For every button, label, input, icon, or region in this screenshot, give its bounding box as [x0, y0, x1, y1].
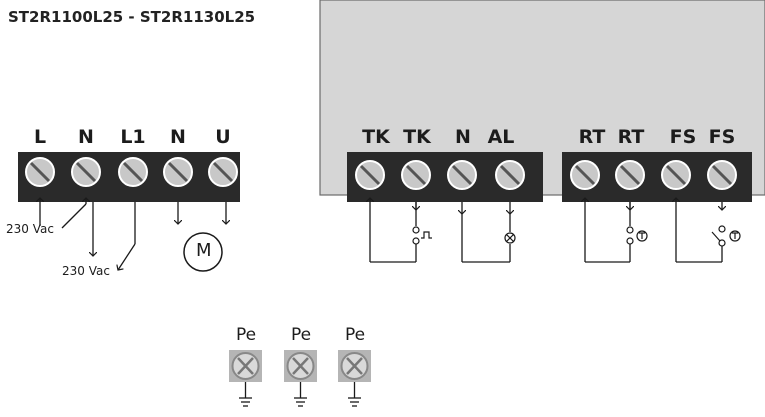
screw-icon [401, 160, 431, 190]
terminal-label-n3: N [455, 126, 471, 148]
earth-screw-icon [284, 350, 317, 382]
terminal-label-l: L [33, 126, 47, 148]
earth-screw-icon [229, 350, 262, 382]
screw-icon [71, 157, 101, 187]
right-terminal-block-2 [562, 152, 752, 202]
thermostat-icon [626, 226, 648, 245]
tk-circuit [370, 198, 416, 263]
earth-icon [348, 382, 361, 407]
fs-circuit [676, 198, 722, 263]
screw-icon [615, 160, 645, 190]
terminal-label-fs1: FS [669, 126, 697, 148]
earth-label-1: Pe [235, 325, 257, 345]
terminal-label-tk2: TK [403, 126, 431, 148]
terminal-label-rt2: RT [617, 126, 645, 148]
earth-label-2: Pe [290, 325, 312, 345]
alarm-circuit [462, 202, 510, 263]
terminal-label-n2: N [170, 126, 186, 148]
screw-icon [355, 160, 385, 190]
terminal-label-fs2: FS [708, 126, 736, 148]
screw-icon [447, 160, 477, 190]
earth-terminals [229, 350, 371, 407]
supply-label-1: 230 Vac [6, 222, 54, 236]
rt-circuit [585, 198, 630, 263]
supply-wiring [40, 198, 226, 270]
switch-icon [711, 225, 741, 247]
screw-icon [118, 157, 148, 187]
terminal-label-al: AL [487, 126, 515, 148]
lamp-icon [504, 232, 516, 244]
terminal-label-n: N [78, 126, 94, 148]
screw-icon [25, 157, 55, 187]
earth-label-3: Pe [344, 325, 366, 345]
earth-icon [239, 382, 252, 407]
supply-label-2: 230 Vac [62, 264, 110, 278]
screw-icon [495, 160, 525, 190]
terminal-label-l1: L1 [120, 126, 146, 148]
terminal-label-tk1: TK [362, 126, 390, 148]
earth-screw-icon [338, 350, 371, 382]
screw-icon [661, 160, 691, 190]
left-terminal-block [18, 152, 240, 202]
screw-icon [208, 157, 238, 187]
screw-icon [707, 160, 737, 190]
motor-label: M [196, 240, 212, 261]
earth-icon [294, 382, 307, 407]
terminal-label-rt1: RT [578, 126, 606, 148]
terminal-label-u: U [215, 126, 231, 148]
right-terminal-block-1 [347, 152, 543, 202]
screw-icon [163, 157, 193, 187]
diagram-title: ST2R1100L25 - ST2R1130L25 [8, 8, 256, 26]
motor-icon [183, 232, 223, 272]
screw-icon [570, 160, 600, 190]
pulse-sensor-icon [412, 226, 432, 245]
